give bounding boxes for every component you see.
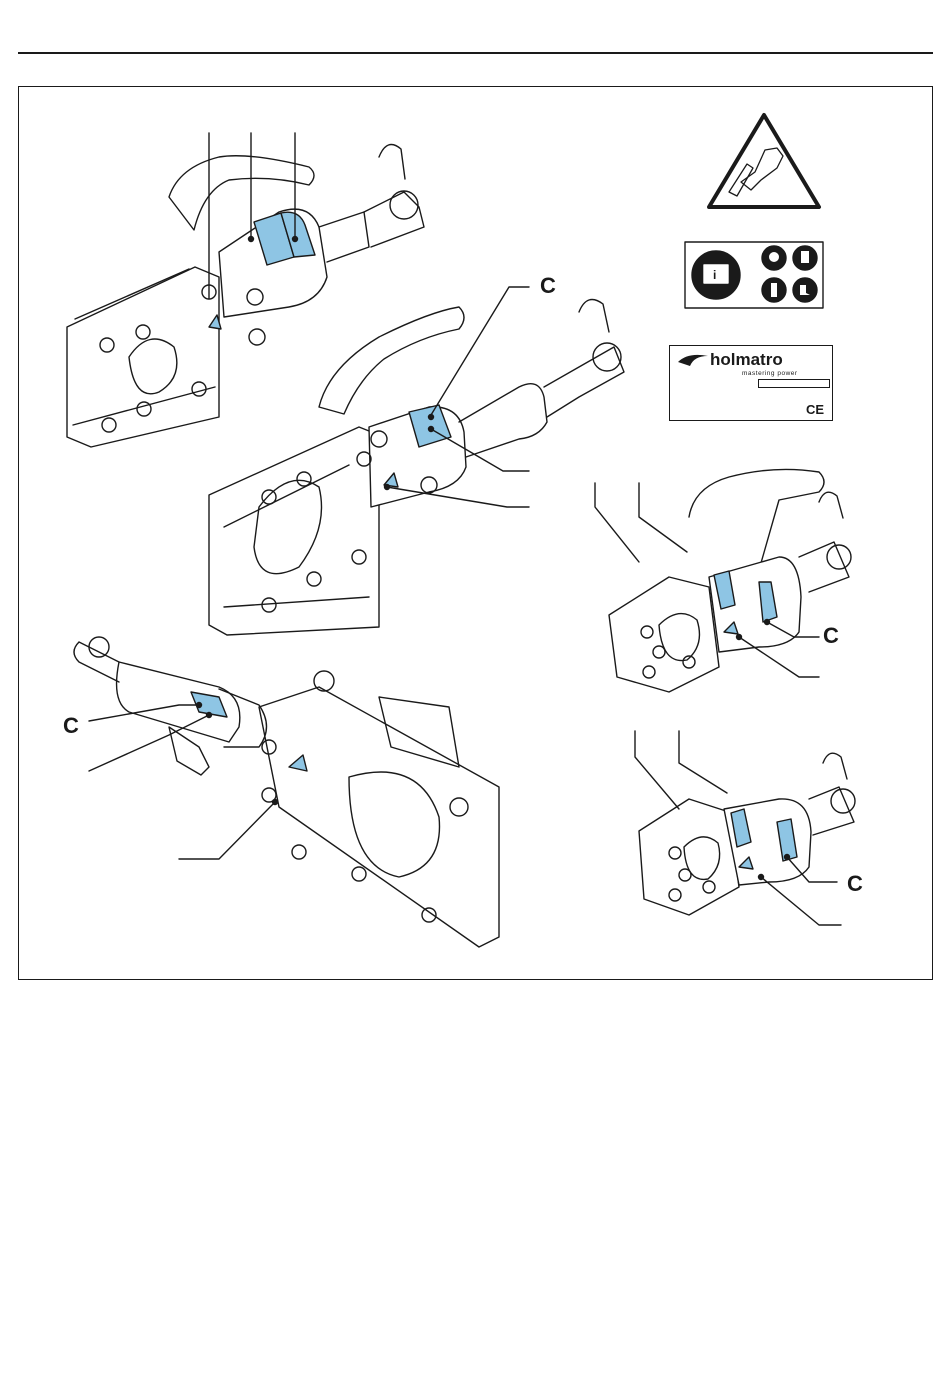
label-c-top: C — [540, 273, 556, 299]
top-rule — [18, 52, 933, 54]
ppe-decal: i — [685, 242, 823, 308]
cable-cutter-large-3 — [74, 637, 499, 947]
ce-mark: CE — [806, 402, 824, 417]
cable-cutter-large-2 — [209, 287, 624, 635]
cable-cutter-small-2 — [635, 731, 855, 925]
serial-field — [758, 379, 830, 388]
brand-decal: holmatro mastering power CE — [669, 345, 833, 421]
cable-cutter-large-1 — [67, 133, 424, 447]
label-c-left-bottom: C — [63, 713, 79, 739]
cutter-illustrations: i — [19, 87, 934, 981]
label-c-right-top: C — [823, 623, 839, 649]
brand-tagline: mastering power — [742, 370, 798, 377]
brand-logo: holmatro — [710, 350, 783, 370]
svg-text:i: i — [713, 268, 716, 282]
label-c-right-bottom: C — [847, 871, 863, 897]
figure-frame: i — [18, 86, 933, 980]
cable-cutter-small-1 — [595, 469, 851, 692]
holmatro-swoosh-icon — [676, 352, 712, 372]
hand-cut-warning-icon — [709, 115, 819, 207]
